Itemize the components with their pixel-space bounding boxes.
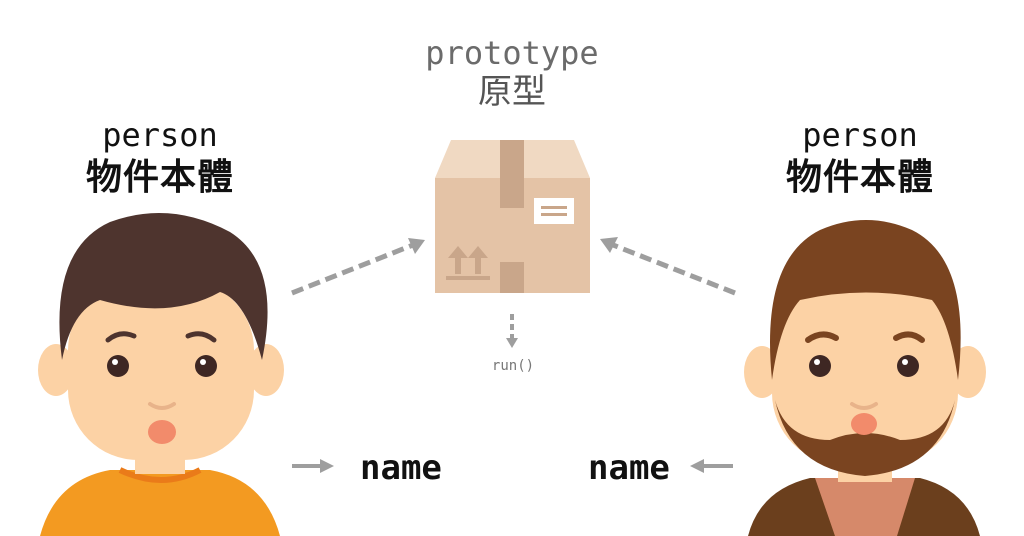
left-name-arrow — [292, 459, 334, 473]
right-name-arrow — [690, 459, 733, 473]
left-person-subtitle: 物件本體 — [85, 157, 234, 198]
right-prototype-arrow — [600, 237, 736, 296]
method-label: run() — [491, 358, 535, 374]
left-prototype-arrow — [291, 238, 425, 296]
right-name-property: name — [588, 448, 670, 488]
run-arrow — [506, 314, 518, 348]
right-person-subtitle: 物件本體 — [785, 157, 934, 198]
right-person-title: person — [802, 116, 918, 154]
prototype-subtitle: 原型 — [478, 72, 546, 112]
left-person-title: person — [102, 116, 218, 154]
this-way-up-icon — [446, 246, 490, 280]
left-name-property: name — [360, 448, 442, 488]
right-person-avatar — [744, 220, 986, 536]
prototype-title: prototype — [425, 34, 599, 72]
left-person-avatar — [38, 213, 284, 536]
